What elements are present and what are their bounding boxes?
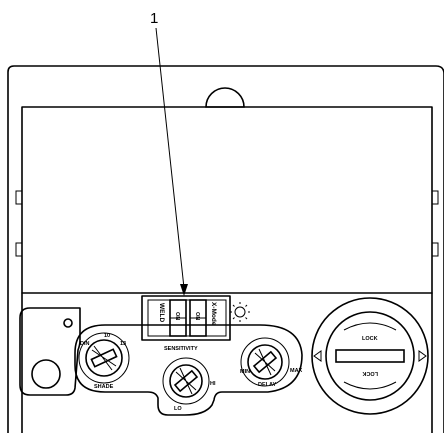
sensor-large-hole [31,359,61,389]
switch-xmode-label: X-Mode [210,302,217,326]
delay-knob-label: DELAY [258,382,276,388]
switch-on-label-left: ON [174,312,180,320]
shade-knob[interactable] [78,332,130,384]
sensitivity-knob-label: SENSITIVITY [164,346,198,352]
callout-arrowhead [180,284,188,296]
battery-cap-lock-bottom: LOCK [362,370,378,376]
weld-xmode-switch[interactable]: WELD ON ON X-Mode [141,295,231,341]
sensitivity-scale-hi: HI [210,381,216,387]
sensor-small-hole [63,318,73,328]
lens-window [21,106,433,294]
sensor-plate [19,307,81,396]
shade-scale-min: DIN [80,341,90,347]
side-clips [15,190,439,257]
battery-cap-lock-top: LOCK [362,336,378,342]
switch-weld-label: WELD [158,303,165,322]
sensitivity-scale-lo: LO [174,406,182,412]
delay-knob[interactable] [240,337,290,387]
callout-number: 1 [150,10,158,27]
cartridge-outer-frame [7,65,444,433]
control-panel-outline [21,292,433,433]
switch-on-label-right: ON [194,312,200,320]
shade-scale-max: 13 [120,341,126,347]
sun-icon [230,302,250,322]
delay-scale-max: MAX [290,368,303,374]
shade-knob-label: SHADE [94,384,114,390]
callout-leader-line [155,27,185,289]
top-tab [205,87,245,108]
shade-scale-mid: 10 [104,333,110,339]
sensitivity-knob[interactable] [162,357,210,405]
knob-housing [74,324,303,416]
delay-scale-min: MIN [240,369,250,375]
battery-cap[interactable] [311,297,429,415]
